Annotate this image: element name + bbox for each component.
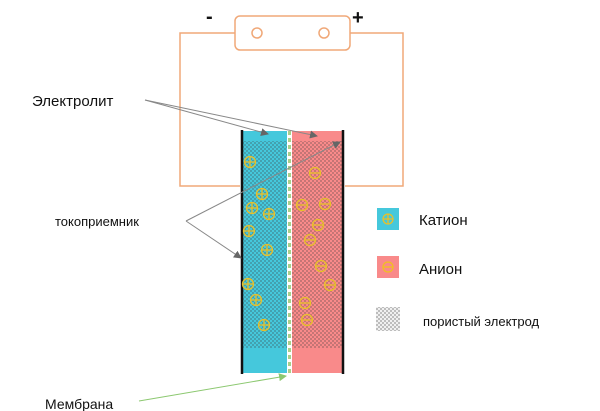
membrane-pointer — [138, 373, 287, 402]
legend-porous-label: пористый электрод — [423, 314, 540, 329]
anion-icon — [300, 313, 314, 327]
legend-cation-label: Катион — [419, 212, 468, 229]
battery-terminal-icon — [318, 27, 330, 39]
battery — [234, 15, 351, 51]
electrolyte-label: Электролит — [32, 93, 113, 110]
anion-icon — [298, 296, 312, 310]
legend-item-anion: Анион — [377, 256, 462, 278]
current-collector-label: токоприемник — [55, 214, 139, 229]
minus-label: - — [206, 6, 213, 28]
cation-icon — [241, 277, 255, 291]
circuit-wire — [179, 32, 404, 187]
anion-icon — [323, 278, 337, 292]
anion-icon — [318, 197, 332, 211]
anion-icon — [308, 166, 322, 180]
anion-compartment — [292, 131, 342, 373]
anion-icon — [314, 259, 328, 273]
legend-anion-label: Анион — [419, 261, 462, 278]
ions — [241, 155, 337, 332]
cation-icon — [243, 155, 257, 169]
anion-icon — [295, 198, 309, 212]
cation-icon — [255, 187, 269, 201]
cation-icon — [257, 318, 271, 332]
cation-icon — [260, 243, 274, 257]
legend-item-porous: пористый электрод — [376, 307, 540, 331]
membrane-label: Мембрана — [45, 396, 113, 411]
battery-terminal-icon — [251, 27, 263, 39]
collector-pointers — [185, 141, 341, 259]
legend-item-cation: Катион — [377, 208, 468, 230]
anion-icon — [311, 218, 325, 232]
cation-icon — [245, 201, 259, 215]
cation-compartment — [242, 131, 287, 373]
porous-electrode-icon — [376, 307, 400, 331]
plus-label: + — [352, 7, 364, 29]
cation-icon — [262, 207, 276, 221]
anion-icon — [303, 233, 317, 247]
cation-icon — [249, 293, 263, 307]
porous-electrode-right — [292, 141, 342, 348]
cation-icon — [242, 224, 256, 238]
electrolyte-pointers — [144, 99, 318, 139]
legend: Катион Анион пористый электрод — [376, 208, 540, 331]
